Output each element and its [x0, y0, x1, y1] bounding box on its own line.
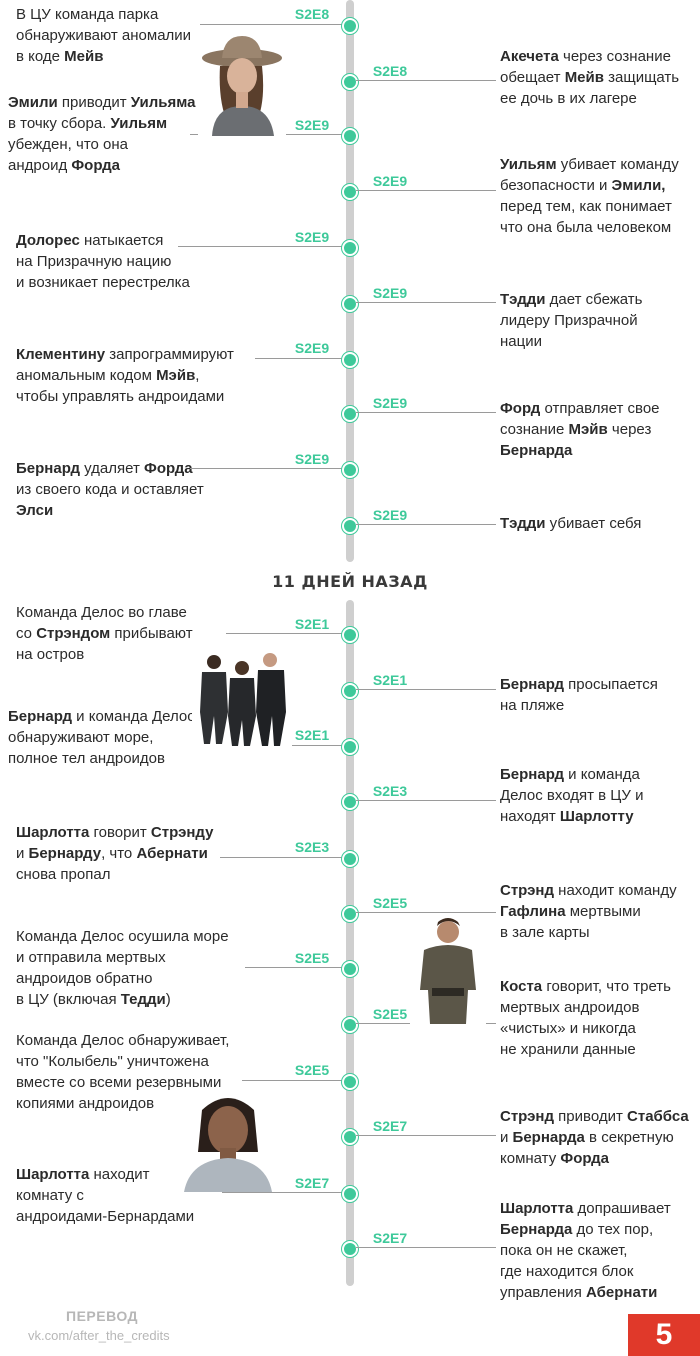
timeline-dot [342, 1241, 358, 1257]
timeline-dot [342, 961, 358, 977]
timeline-dot [342, 18, 358, 34]
timeline-dot [342, 851, 358, 867]
event-text: Тэдди убивает себя [500, 515, 642, 532]
connector-line [356, 1135, 496, 1136]
connector-line [356, 912, 496, 913]
connector-line [356, 190, 496, 191]
event-text: Команда Делос обнаруживает,что "Колыбель… [16, 1032, 230, 1112]
timeline-dot [342, 1074, 358, 1090]
connector-line [242, 1080, 350, 1081]
connector-line [222, 1192, 350, 1193]
episode-tag: S2E9 [372, 285, 408, 301]
timeline-dot [342, 906, 358, 922]
episode-tag: S2E9 [372, 173, 408, 189]
episode-tag: S2E7 [372, 1230, 408, 1246]
timeline-dot [342, 683, 358, 699]
credits-label: ПЕРЕВОД [66, 1308, 139, 1324]
timeline-dot [342, 1129, 358, 1145]
timeline-dot [342, 518, 358, 534]
timeline-dot [342, 406, 358, 422]
episode-tag: S2E1 [294, 616, 330, 632]
episode-tag: S2E1 [294, 727, 330, 743]
page-number-badge: 5 [628, 1314, 700, 1356]
episode-tag: S2E5 [294, 950, 330, 966]
episode-tag: S2E9 [372, 507, 408, 523]
timeline-axis-top [346, 0, 354, 562]
episode-tag: S2E1 [372, 672, 408, 688]
delos-team-photo [192, 652, 292, 748]
episode-tag: S2E3 [294, 839, 330, 855]
connector-line [356, 524, 496, 525]
timeline-dot [342, 794, 358, 810]
episode-tag: S2E7 [294, 1175, 330, 1191]
episode-tag: S2E8 [294, 6, 330, 22]
connector-line [356, 302, 496, 303]
timeline-dot [342, 240, 358, 256]
connector-line [356, 412, 496, 413]
timeline-dot [342, 74, 358, 90]
episode-tag: S2E5 [294, 1062, 330, 1078]
timeline-dot [342, 739, 358, 755]
connector-line [255, 358, 350, 359]
connector-line [226, 633, 350, 634]
timeline-dot [342, 1017, 358, 1033]
connector-line [356, 689, 496, 690]
timeline-dot [342, 352, 358, 368]
connector-line [356, 1247, 496, 1248]
timeline-dot [342, 627, 358, 643]
timeline-axis-bottom [346, 600, 354, 1286]
woman-portrait-photo [180, 1090, 276, 1192]
episode-tag: S2E9 [294, 229, 330, 245]
episode-tag: S2E7 [372, 1118, 408, 1134]
timeline-dot [342, 296, 358, 312]
section-heading: 11 ДНЕЙ НАЗАД [272, 572, 428, 591]
timeline-dot [342, 184, 358, 200]
episode-tag: S2E9 [294, 451, 330, 467]
connector-line [190, 468, 350, 469]
episode-tag: S2E8 [372, 63, 408, 79]
timeline-dot [342, 128, 358, 144]
connector-line [200, 24, 350, 25]
episode-tag: S2E3 [372, 783, 408, 799]
man-field-photo [410, 916, 486, 1024]
connector-line [178, 246, 350, 247]
timeline-dot [342, 462, 358, 478]
episode-tag: S2E9 [294, 340, 330, 356]
connector-line [245, 967, 350, 968]
timeline-dot [342, 1186, 358, 1202]
episode-tag: S2E5 [372, 1006, 408, 1022]
episode-tag: S2E9 [294, 117, 330, 133]
connector-line [220, 857, 350, 858]
episode-tag: S2E5 [372, 895, 408, 911]
connector-line [356, 800, 496, 801]
woman-cowboy-hat-photo [198, 32, 286, 136]
credits-link[interactable]: vk.com/after_the_credits [28, 1328, 170, 1343]
episode-tag: S2E9 [372, 395, 408, 411]
connector-line [356, 80, 496, 81]
